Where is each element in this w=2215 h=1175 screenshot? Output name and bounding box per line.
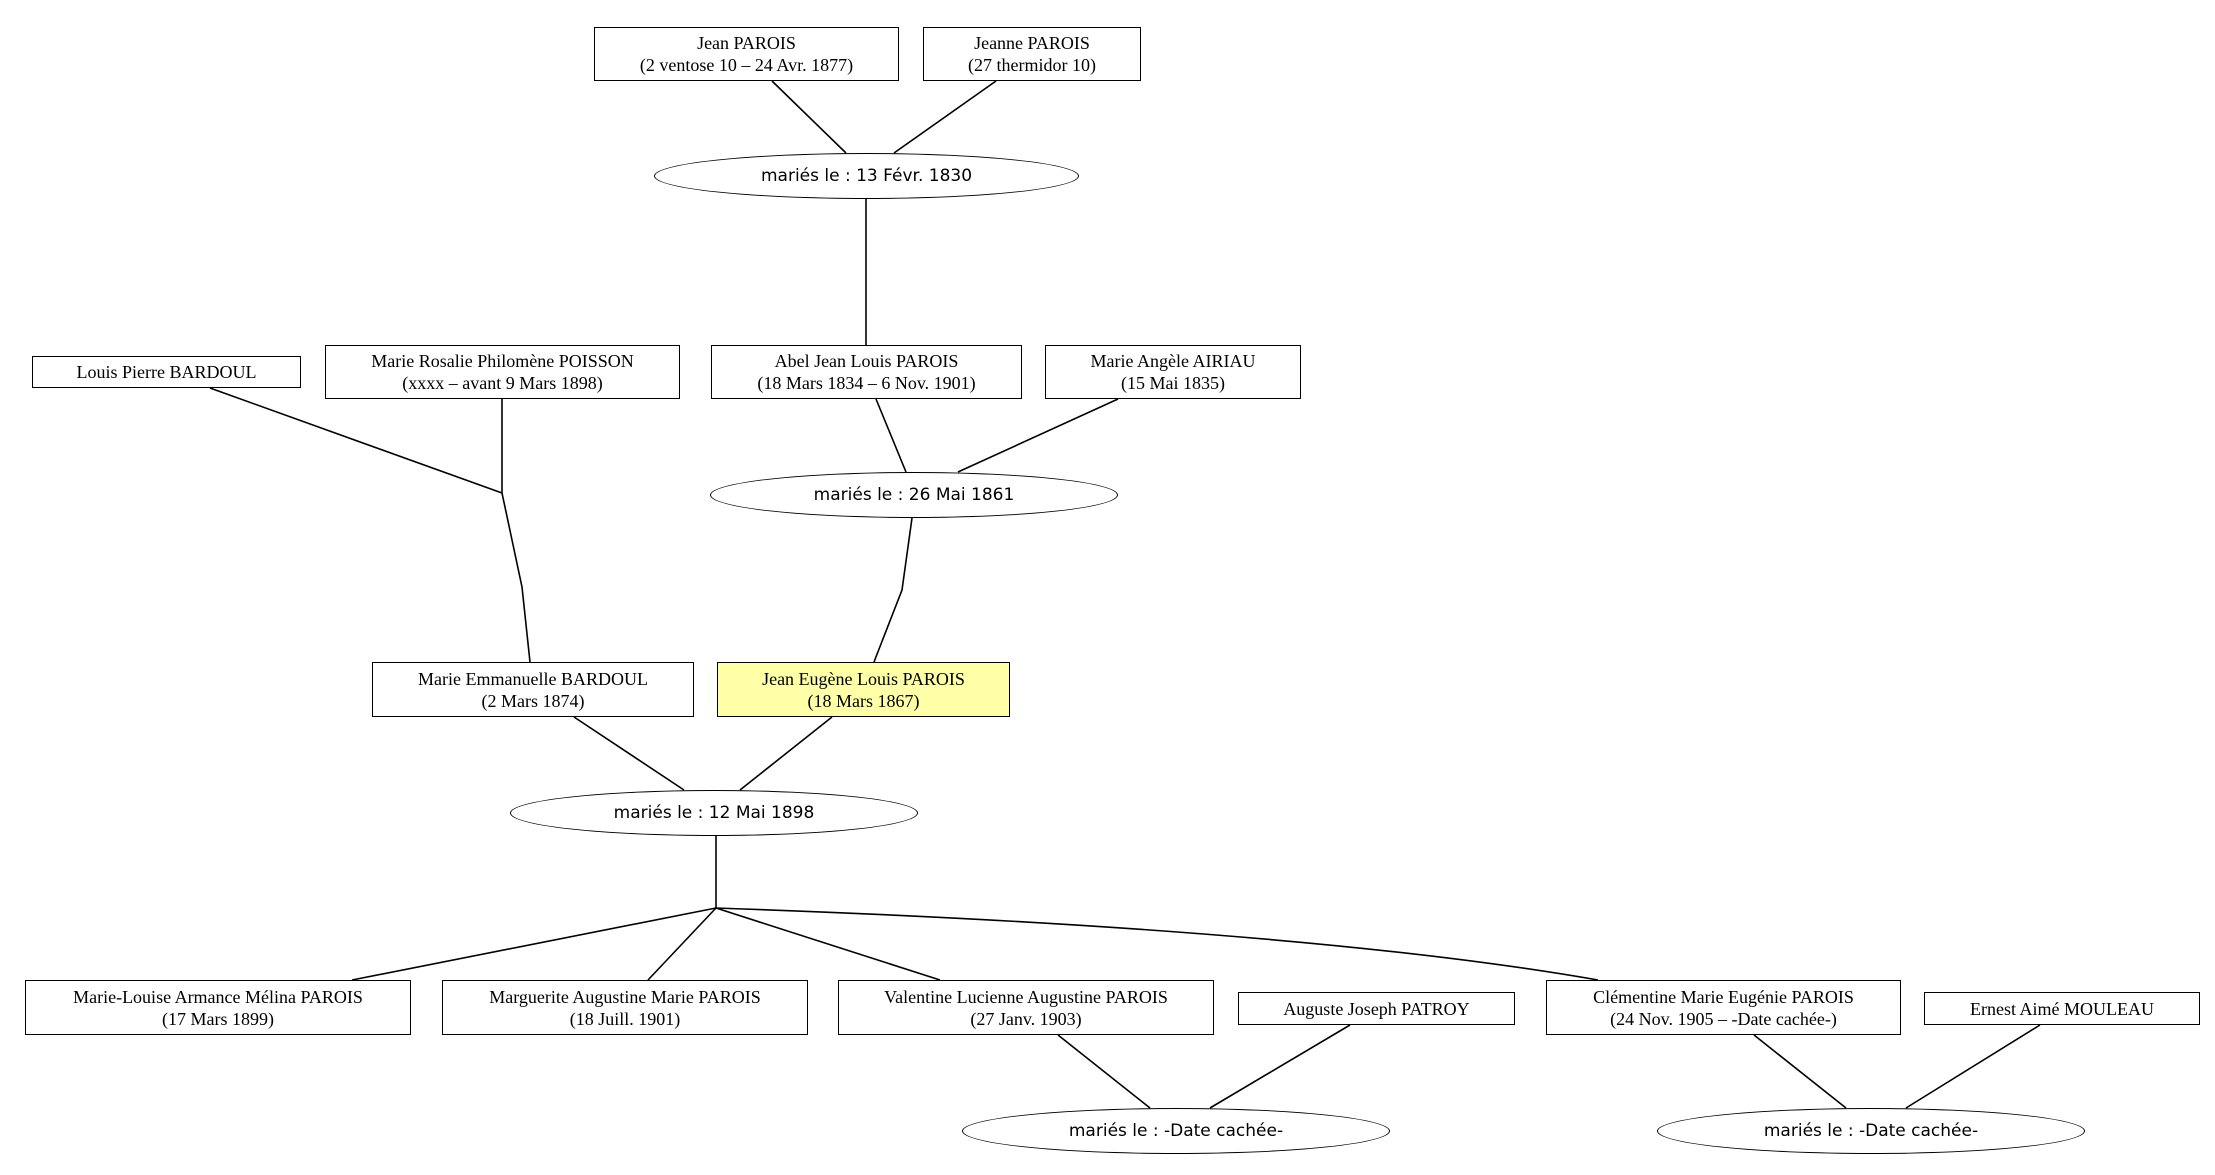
person-name: Marie Rosalie Philomène POISSON (371, 351, 634, 371)
person-name: Marguerite Augustine Marie PAROIS (489, 986, 761, 1007)
marriage-label: mariés le : 13 Févr. 1830 (760, 166, 973, 186)
edge-abel-m1861 (875, 398, 907, 473)
person-box-jeanne-parois[interactable]: Jeanne PAROIS (27 thermidor 10) (923, 27, 1141, 81)
person-box-valentine-parois[interactable]: Valentine Lucienne Augustine PAROIS (27 … (838, 980, 1214, 1035)
edge-marie-rosalie-child (501, 399, 531, 663)
edge-marie-emmanuelle-m1898 (573, 716, 685, 791)
marriage-node-1861[interactable]: mariés le : 26 Mai 1861 (710, 472, 1118, 518)
person-dates: (18 Juill. 1901) (569, 1008, 681, 1029)
person-name: Marie-Louise Armance Mélina PAROIS (73, 986, 363, 1007)
person-dates: (18 Mars 1867) (807, 690, 920, 711)
marriage-label: mariés le : -Date cachée- (1763, 1121, 1979, 1141)
person-box-marie-angele-airiau[interactable]: Marie Angèle AIRIAU (15 Mai 1835) (1045, 345, 1301, 399)
person-dates: (2 ventose 10 – 24 Avr. 1877) (639, 55, 854, 75)
edge-jeanne-m1830 (893, 80, 997, 154)
person-box-marguerite-parois[interactable]: Marguerite Augustine Marie PAROIS (18 Ju… (442, 980, 808, 1035)
person-name: Ernest Aimé MOULEAU (1970, 998, 2154, 1019)
person-dates: (17 Mars 1899) (162, 1008, 274, 1029)
edge-marie-angele-m1861 (957, 398, 1119, 473)
person-name: Marie Angèle AIRIAU (1090, 351, 1256, 371)
marriage-label: mariés le : -Date cachée- (1068, 1121, 1284, 1141)
person-box-clementine-parois[interactable]: Clémentine Marie Eugénie PAROIS (24 Nov.… (1546, 980, 1901, 1035)
edge-louis-bardoul-child (209, 387, 503, 494)
marriage-node-valentine-auguste[interactable]: mariés le : -Date cachée- (962, 1108, 1390, 1154)
marriage-node-1898[interactable]: mariés le : 12 Mai 1898 (510, 790, 918, 836)
person-box-abel-jean-louis-parois[interactable]: Abel Jean Louis PAROIS (18 Mars 1834 – 6… (711, 345, 1022, 399)
person-box-louis-pierre-bardoul[interactable]: Louis Pierre BARDOUL (32, 356, 301, 388)
person-box-jean-parois[interactable]: Jean PAROIS (2 ventose 10 – 24 Avr. 1877… (594, 27, 899, 81)
person-name: Clémentine Marie Eugénie PAROIS (1593, 986, 1854, 1007)
person-box-jean-eugene-louis-parois[interactable]: Jean Eugène Louis PAROIS (18 Mars 1867) (717, 662, 1010, 717)
person-dates: (27 thermidor 10) (968, 55, 1096, 75)
edge-auguste-mv (1209, 1024, 1351, 1109)
person-name: Jean PAROIS (697, 33, 796, 53)
marriage-node-clementine-ernest[interactable]: mariés le : -Date cachée- (1657, 1108, 2085, 1154)
person-name: Jeanne PAROIS (974, 33, 1090, 53)
edge-jean-eugene-m1898 (739, 716, 833, 791)
person-box-ernest-aime-mouleau[interactable]: Ernest Aimé MOULEAU (1924, 992, 2200, 1025)
person-box-marie-louise-parois[interactable]: Marie-Louise Armance Mélina PAROIS (17 M… (25, 980, 411, 1035)
person-box-marie-emmanuelle-bardoul[interactable]: Marie Emmanuelle BARDOUL (2 Mars 1874) (372, 662, 694, 717)
marriage-label: mariés le : 26 Mai 1861 (813, 485, 1015, 505)
person-name: Jean Eugène Louis PAROIS (762, 668, 965, 689)
person-dates: (18 Mars 1834 – 6 Nov. 1901) (757, 373, 976, 393)
edge-jean-m1830 (771, 80, 847, 154)
edge-m1861-jean-eugene (873, 517, 913, 663)
edge-hub-marie-louise (351, 907, 717, 981)
person-name: Abel Jean Louis PAROIS (774, 351, 959, 371)
person-name: Valentine Lucienne Augustine PAROIS (884, 986, 1168, 1007)
marriage-label: mariés le : 12 Mai 1898 (613, 803, 815, 823)
person-name: Marie Emmanuelle BARDOUL (418, 668, 648, 689)
edge-hub-valentine (715, 907, 941, 981)
person-dates: (27 Janv. 1903) (970, 1008, 1082, 1029)
edge-valentine-mv (1057, 1034, 1151, 1109)
person-dates: (2 Mars 1874) (481, 690, 585, 711)
person-dates: (15 Mai 1835) (1121, 373, 1225, 393)
person-box-marie-rosalie-poisson[interactable]: Marie Rosalie Philomène POISSON (xxxx – … (325, 345, 680, 399)
edge-hub-marguerite (647, 907, 717, 981)
edge-ernest-mc (1905, 1024, 2041, 1109)
marriage-node-1830[interactable]: mariés le : 13 Févr. 1830 (654, 153, 1079, 199)
person-dates: (24 Nov. 1905 – -Date cachée-) (1610, 1008, 1837, 1029)
edge-hub-clementine (715, 907, 1599, 981)
person-name: Louis Pierre BARDOUL (76, 362, 257, 382)
edge-clementine-mc (1753, 1034, 1847, 1109)
person-dates: (xxxx – avant 9 Mars 1898) (402, 373, 603, 393)
person-box-auguste-joseph-patroy[interactable]: Auguste Joseph PATROY (1238, 992, 1515, 1025)
person-name: Auguste Joseph PATROY (1283, 998, 1470, 1019)
